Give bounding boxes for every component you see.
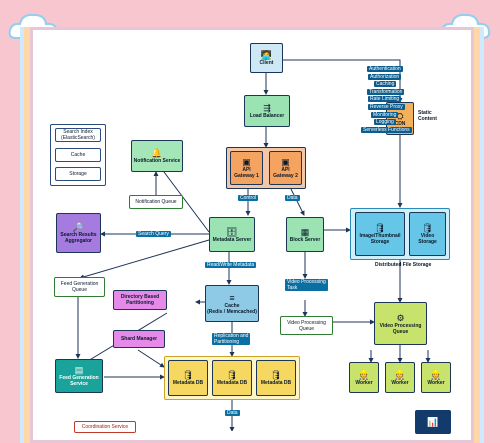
cdn-feature-tag: Rate Limiting (368, 96, 402, 103)
metadata-db-3-node[interactable]: 🛢 Metadata DB (256, 360, 296, 396)
worker-icon: 👷 (430, 369, 442, 380)
shard-manager-node[interactable]: Shard Manager (113, 330, 165, 348)
video-processing-queue-small-node[interactable]: Video Processing Queue (280, 316, 333, 335)
feed-icon: ▤ (74, 365, 84, 375)
database-icon: 🛢 (226, 370, 238, 380)
static-content-label: Static Content (418, 110, 437, 122)
bell-icon: 🔔 (151, 148, 163, 158)
notification-queue-node[interactable]: Notification Queue (129, 195, 183, 209)
api-gateway-1-node[interactable]: ▣ API Gateway 1 (230, 151, 263, 185)
search-results-aggregator-node[interactable]: 🔎 Search Results Aggregator (56, 213, 101, 253)
metadata-db-2-node[interactable]: 🛢 Metadata DB (212, 360, 252, 396)
metadata-server-node[interactable]: 🗄 Metadata Server (209, 217, 255, 252)
feed-generation-queue-node[interactable]: Feed Generation Queue (54, 277, 105, 297)
directory-partitioning-node[interactable]: Directory Based Partitioning (113, 290, 167, 310)
load-balancer-icon: ⇶ (263, 103, 271, 113)
server-icon: 🗄 (226, 226, 238, 237)
cdn-feature-tag: Serverless Functions (361, 126, 412, 133)
cache-stack-icon: ≡ (229, 292, 235, 303)
coordination-service-node[interactable]: Coordination Service (74, 421, 136, 433)
storage-small-node[interactable]: Storage (55, 167, 101, 181)
image-thumbnail-storage-node[interactable]: 🛢 Image/Thumbnail Storage (355, 212, 405, 256)
cdn-feature-tag: Reverse Proxy (368, 104, 405, 110)
search-list-icon: 🔎 (72, 222, 85, 232)
load-balancer-node[interactable]: ⇶ Load Balancer (244, 95, 290, 127)
distributed-file-storage-label: Distributed File Storage (375, 262, 432, 268)
api-icon: ▣ (242, 157, 251, 167)
edge-label-control: Control (238, 195, 259, 201)
diagram-canvas: { "nodes": { "client": "Client", "load_b… (8, 13, 491, 443)
metadata-db-1-node[interactable]: 🛢 Metadata DB (168, 360, 208, 396)
database-icon: 🛢 (182, 370, 194, 380)
analytics-chart-icon: 📊 (415, 410, 451, 434)
cdn-feature-tag: Authorization (368, 73, 402, 80)
edge-label-read-write-metadata: Read/Write Metadata (205, 262, 257, 268)
client-node[interactable]: 🧑‍💻 Client (250, 43, 283, 73)
cdn-feature-tag: Caching (374, 81, 397, 88)
edge-label-data: Data (285, 195, 300, 201)
block-icon: ▦ (300, 226, 310, 237)
cdn-feature-tag: Transformation (367, 88, 405, 95)
database-icon: 🛢 (421, 223, 434, 233)
block-server-node[interactable]: ▦ Block Server (286, 217, 324, 252)
edge-label-data-bottom: Data (225, 410, 240, 416)
video-storage-node[interactable]: 🛢 Video Storage (409, 212, 446, 256)
cache-small-node[interactable]: Cache (55, 148, 101, 162)
worker-icon: 👷 (394, 369, 406, 380)
video-processing-queue-node[interactable]: ⚙ Video Processing Queue (374, 302, 427, 345)
worker-icon: 👷 (358, 369, 370, 380)
gear-icon: ⚙ (396, 312, 405, 323)
api-icon: ▣ (281, 157, 290, 167)
cdn-icon: ⛭ (396, 110, 404, 121)
cdn-feature-tag: Logging (374, 119, 396, 126)
search-index-node[interactable]: Search Index (ElasticSearch) (55, 128, 101, 142)
database-icon: 🛢 (270, 370, 282, 380)
user-computer-icon: 🧑‍💻 (260, 50, 273, 60)
edge-label-replication: Replication and Partitioning (212, 333, 251, 345)
edge-label-video-processing-task: Video Processing Task (285, 279, 328, 291)
api-gateway-2-node[interactable]: ▣ API Gateway 2 (269, 151, 302, 185)
worker-1-node[interactable]: 👷 Worker (349, 362, 379, 393)
database-icon: 🛢 (374, 223, 386, 233)
cdn-feature-tag: Monitoring (371, 111, 399, 118)
edge-label-search-query: Search Query (136, 231, 171, 237)
feed-generation-service-node[interactable]: ▤ Feed Generation Service (55, 359, 103, 393)
worker-3-node[interactable]: 👷 Worker (421, 362, 451, 393)
cdn-feature-tag: Authentication (367, 66, 403, 72)
notification-service-node[interactable]: 🔔 Notification Service (131, 140, 183, 172)
cache-redis-node[interactable]: ≡ Cache (Redis / Memcached) (205, 285, 259, 322)
worker-2-node[interactable]: 👷 Worker (385, 362, 415, 393)
